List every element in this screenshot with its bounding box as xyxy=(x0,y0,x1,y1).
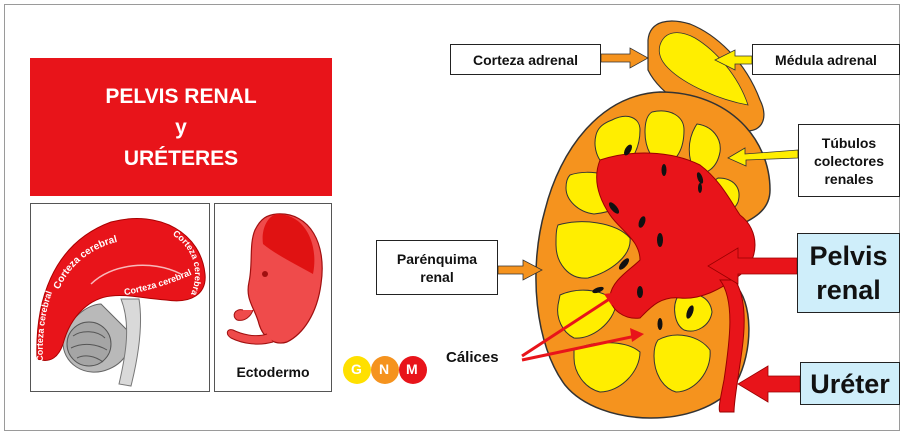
label-ureter-text: Uréter xyxy=(810,367,890,401)
label-parenquima: Parénquima renal xyxy=(376,240,498,295)
gnm-logo: G N M xyxy=(342,355,428,385)
label-corteza-adrenal-text: Corteza adrenal xyxy=(473,51,578,69)
logo-letter-n: N xyxy=(379,361,389,377)
brain-panel: Corteza cerebral Corteza cerebral Cortez… xyxy=(30,203,210,392)
title-line-2: y xyxy=(175,112,187,143)
label-pelvis-line-1: Pelvis xyxy=(809,239,887,273)
embryo-panel: Ectodermo xyxy=(214,203,332,392)
label-pelvis-line-2: renal xyxy=(816,273,881,307)
logo-letter-m: M xyxy=(406,361,418,377)
brain-illustration: Corteza cerebral Corteza cerebral Cortez… xyxy=(31,204,211,393)
embryo-caption: Ectodermo xyxy=(215,364,331,380)
label-calices: Cálices xyxy=(446,349,499,366)
label-corteza-adrenal: Corteza adrenal xyxy=(450,44,601,75)
label-medula-adrenal-text: Médula adrenal xyxy=(775,51,877,69)
title-line-1: PELVIS RENAL xyxy=(105,81,256,112)
label-tubulos-line-3: renales xyxy=(824,170,873,188)
logo-letter-g: G xyxy=(351,361,362,377)
label-medula-adrenal: Médula adrenal xyxy=(752,44,900,75)
label-parenquima-line-2: renal xyxy=(420,268,453,286)
label-pelvis-renal: Pelvis renal xyxy=(797,233,900,313)
label-ureter: Uréter xyxy=(800,362,900,405)
label-tubulos: Túbulos colectores renales xyxy=(798,124,900,197)
title-box: PELVIS RENAL y URÉTERES xyxy=(30,58,332,196)
title-line-3: URÉTERES xyxy=(124,143,238,174)
label-tubulos-line-1: Túbulos xyxy=(822,134,876,152)
label-tubulos-line-2: colectores xyxy=(814,152,884,170)
label-parenquima-line-1: Parénquima xyxy=(397,250,477,268)
